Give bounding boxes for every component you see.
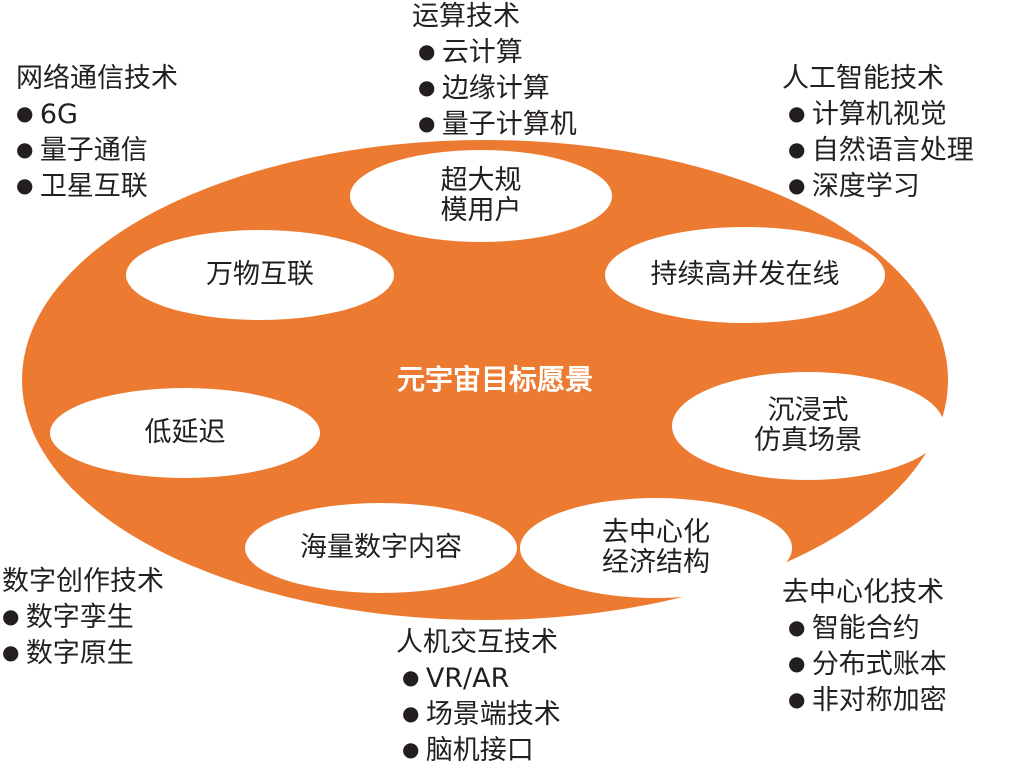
list-item: 数字原生 (2, 635, 164, 671)
list-item: 量子计算机 (418, 106, 577, 142)
list-item: 分布式账本 (788, 646, 947, 682)
list-item: 数字孪生 (2, 599, 164, 635)
list-item: 边缘计算 (418, 70, 577, 106)
group-ai: 人工智能技术 计算机视觉 自然语言处理 深度学习 (782, 62, 974, 204)
group-title: 人机交互技术 (396, 627, 558, 658)
group-title: 网络通信技术 (16, 63, 178, 94)
goal-low-latency: 低延迟 (50, 388, 320, 478)
list-item: 场景端技术 (402, 696, 561, 732)
list-item: 6G (16, 96, 178, 132)
group-hci: 人机交互技术 VR/AR 场景端技术 脑机接口 (396, 626, 561, 768)
list-item: 智能合约 (788, 610, 947, 646)
goal-digital-content: 海量数字内容 (245, 503, 517, 593)
group-title: 人工智能技术 (782, 63, 944, 94)
group-title: 运算技术 (412, 1, 520, 32)
center-title: 元宇宙目标愿景 (396, 363, 593, 396)
group-title: 数字创作技术 (2, 566, 164, 597)
goal-massive-users: 超大规 模用户 (350, 150, 612, 242)
list-item: 非对称加密 (788, 682, 947, 718)
group-creation: 数字创作技术 数字孪生 数字原生 (2, 565, 164, 671)
goal-high-concurrency: 持续高并发在线 (605, 227, 885, 323)
goal-immersive: 沉浸式 仿真场景 (672, 372, 944, 480)
list-item: 量子通信 (16, 132, 178, 168)
group-network: 网络通信技术 6G 量子通信 卫星互联 (16, 62, 178, 204)
goal-iot: 万物互联 (126, 230, 394, 320)
list-item: 脑机接口 (402, 732, 561, 768)
goal-decentral-economy: 去中心化 经济结构 (520, 498, 792, 598)
list-item: VR/AR (402, 660, 561, 696)
group-decentral: 去中心化技术 智能合约 分布式账本 非对称加密 (782, 576, 947, 718)
group-title: 去中心化技术 (782, 577, 944, 608)
list-item: 深度学习 (788, 168, 974, 204)
list-item: 云计算 (418, 34, 577, 70)
group-compute: 运算技术 云计算 边缘计算 量子计算机 (412, 0, 577, 142)
list-item: 卫星互联 (16, 168, 178, 204)
list-item: 计算机视觉 (788, 96, 974, 132)
list-item: 自然语言处理 (788, 132, 974, 168)
